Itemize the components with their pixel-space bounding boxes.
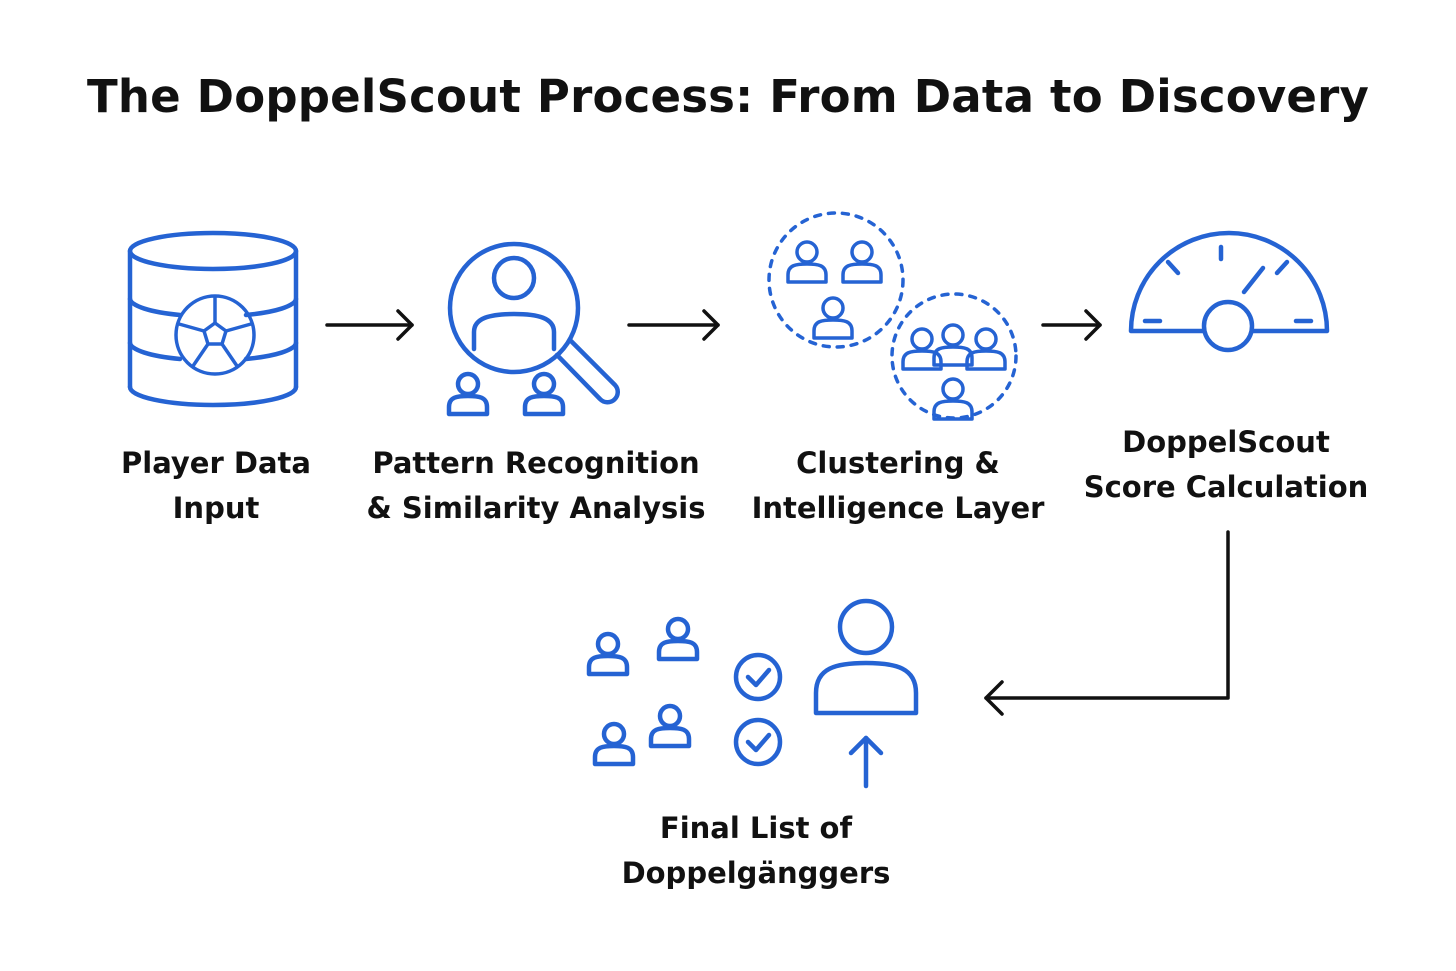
person-icon — [449, 374, 487, 414]
arrow-right-icon — [325, 309, 414, 341]
step-label-pattern-recognition: Pattern Recognition& Similarity Analysis — [366, 446, 706, 525]
check-circle-icon — [733, 652, 783, 702]
database-soccer-ball-icon — [127, 230, 299, 408]
arrow-right-icon — [627, 309, 720, 341]
verified-players-icon — [589, 598, 919, 789]
person-icon — [525, 374, 563, 414]
page-title: The DoppelScout Process: From Data to Di… — [86, 70, 1370, 123]
gauge-icon — [1128, 230, 1330, 353]
check-circle-icon — [733, 717, 783, 767]
step-label-clustering: Clustering &Intelligence Layer — [751, 446, 1045, 525]
return-arrow-icon — [984, 530, 1230, 716]
arrow-right-icon — [1041, 309, 1102, 341]
selected-player-icon — [813, 598, 919, 789]
player-clusters-icon — [767, 211, 1018, 421]
soccer-ball-icon — [174, 294, 256, 376]
magnifier-person-icon — [449, 241, 620, 414]
